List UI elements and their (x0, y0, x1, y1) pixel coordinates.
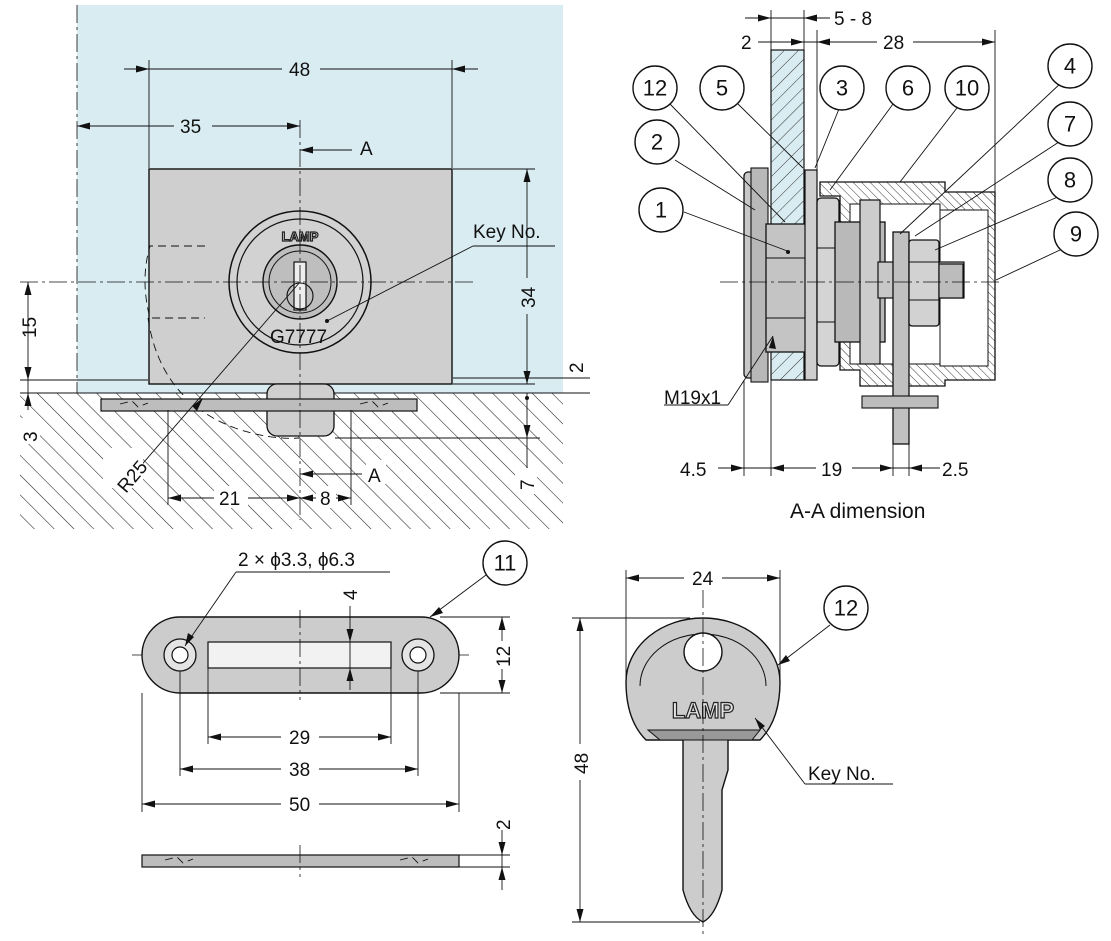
dim-21: 21 (219, 489, 240, 510)
section-view: 12 5 3 6 10 4 2 7 1 8 9 5 - 8 2 28 M19x1 (632, 9, 1099, 523)
svg-text:4: 4 (1064, 54, 1076, 79)
bubble-6: 6 (885, 65, 931, 111)
cam (892, 231, 910, 445)
svg-text:3: 3 (836, 76, 848, 101)
bubble-11: 11 (482, 540, 528, 586)
bubble-5: 5 (699, 65, 745, 111)
dim-2-5: 2.5 (942, 460, 968, 481)
strike-plate-view: 2 × ϕ3.3, ϕ6.3 4 12 29 38 50 (132, 540, 528, 890)
bubble-10: 10 (944, 65, 990, 111)
lock-nut (908, 239, 940, 327)
dim-34: 34 (519, 286, 540, 308)
svg-text:12: 12 (834, 596, 858, 621)
svg-text:10: 10 (955, 76, 979, 101)
front-strike-plate (100, 398, 418, 412)
section-caption: A-A dimension (790, 500, 925, 523)
bubble-12: 12 (632, 65, 678, 111)
dim-4: 4 (341, 589, 362, 600)
strike-plate-side (141, 854, 460, 868)
bubble-8: 8 (1047, 157, 1093, 203)
bubble-4: 4 (1047, 43, 1093, 89)
dim-8: 8 (320, 489, 331, 510)
dim-7: 7 (518, 479, 539, 490)
dim-12: 12 (494, 646, 515, 667)
dim-50: 50 (289, 795, 310, 816)
svg-text:1: 1 (655, 198, 667, 223)
section-mark-bottom: A (368, 466, 381, 487)
dim-38: 38 (289, 760, 310, 781)
front-view: LAMP G7777 Key No. 48 35 A 34 (18, 5, 590, 529)
dim-2-front: 2 (567, 362, 588, 373)
dim-4-5: 4.5 (680, 460, 706, 481)
svg-text:8: 8 (1064, 168, 1076, 193)
key-view: LAMP 24 48 Key No. 12 (569, 566, 893, 938)
svg-text:6: 6 (902, 76, 914, 101)
bubble-2: 2 (634, 119, 680, 165)
front-key-no-label: Key No. (473, 222, 541, 243)
dim-15: 15 (20, 317, 41, 338)
dim-35: 35 (180, 117, 201, 138)
hole-note: 2 × ϕ3.3, ϕ6.3 (238, 550, 355, 571)
bubble-3: 3 (819, 65, 865, 111)
dim-28: 28 (883, 33, 904, 54)
bubble-1: 1 (638, 187, 684, 233)
dim-3: 3 (21, 431, 42, 442)
svg-text:7: 7 (1064, 112, 1076, 137)
cylinder-key-code: G7777 (270, 327, 327, 348)
svg-text:11: 11 (494, 551, 517, 576)
key-key-no-label: Key No. (808, 764, 876, 785)
svg-text:9: 9 (1070, 222, 1082, 247)
dim-48-key: 48 (572, 753, 593, 774)
dim-24: 24 (692, 569, 714, 590)
dim-29: 29 (289, 728, 310, 749)
svg-text:5: 5 (716, 76, 728, 101)
strike-slot (207, 641, 392, 669)
dim-2-section: 2 (741, 33, 752, 54)
dim-19: 19 (821, 460, 842, 481)
dim-5-8: 5 - 8 (834, 9, 872, 30)
svg-text:2: 2 (651, 130, 663, 155)
dim-2-plate: 2 (494, 819, 515, 830)
bubble-7: 7 (1047, 101, 1093, 147)
bubble-9: 9 (1053, 211, 1099, 257)
bubble-12-key: 12 (823, 585, 869, 631)
thread-label: M19x1 (664, 388, 721, 409)
section-mark-top: A (360, 139, 373, 160)
dim-48: 48 (289, 60, 310, 81)
svg-text:12: 12 (643, 76, 667, 101)
